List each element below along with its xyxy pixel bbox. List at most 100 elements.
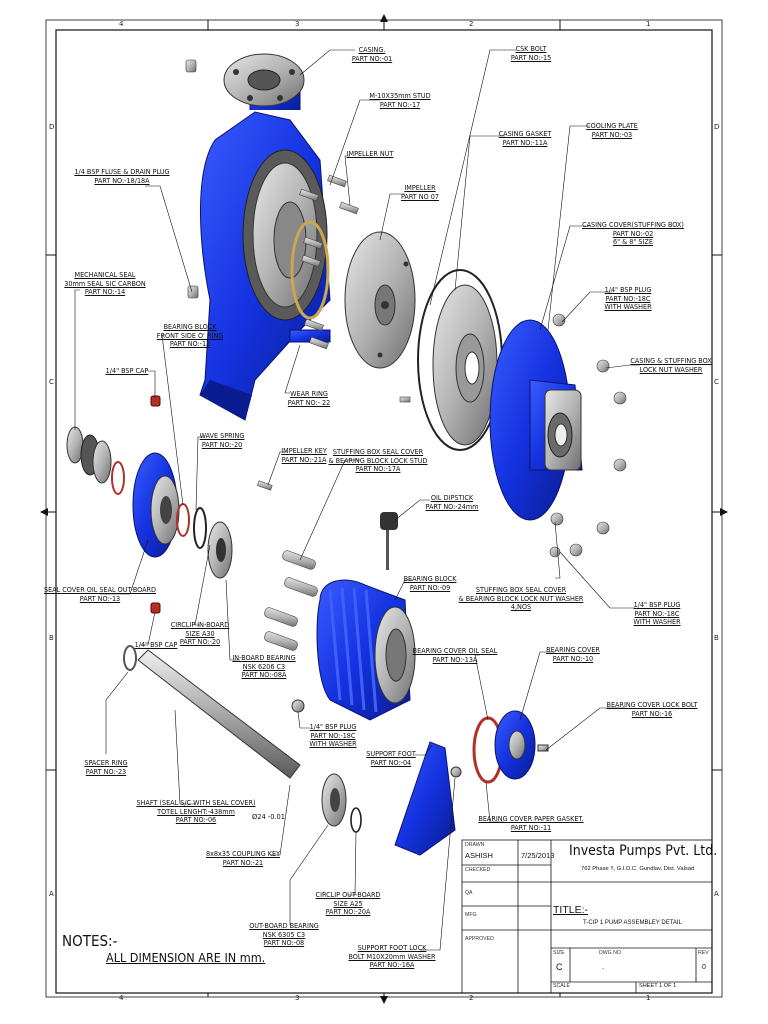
pins xyxy=(257,396,411,651)
callout-line: STUFFING BOX SEAL COVER xyxy=(475,585,567,594)
callout-line: & BEARING BLOCK LOCK NUT WASHER xyxy=(458,593,584,603)
mfg-label: MFG xyxy=(465,912,477,918)
zone-bottom-4: 4 xyxy=(119,994,124,1002)
callout-stuffing-nut-washer: STUFFING BOX SEAL COVER& BEARING BLOCK L… xyxy=(458,585,584,612)
callout-line: PART NO:-10 xyxy=(552,653,594,663)
zone-right-d: D xyxy=(714,123,720,131)
zone-top-1: 1 xyxy=(646,20,651,28)
leader-seal-cover-stud xyxy=(299,459,360,561)
callout-line: PART NO:-09 xyxy=(409,582,451,592)
gasket-and-cooling-plate xyxy=(417,269,503,451)
callout-line: PART NO:-02 xyxy=(612,228,654,238)
callout-line: PART NO:-21A xyxy=(281,454,327,464)
callout-line: PART NO:-11 xyxy=(510,822,552,832)
callout-line: BEARING BLOCK xyxy=(403,574,457,583)
callout-line: PART NO:-20 xyxy=(201,439,243,449)
leader-casing-cover xyxy=(539,225,590,331)
callout-line: PART NO:-18C xyxy=(310,730,356,740)
callout-line: CASING COVER(STUFFING BOX) xyxy=(582,220,684,229)
callout-line: SUPPORT FOOT xyxy=(366,749,416,758)
callout-line: NSK 6206 C3 xyxy=(242,661,286,671)
leader-inboard-bearing xyxy=(225,579,240,661)
callout-line: 1/4" BSP PLUG xyxy=(309,722,357,731)
leader-csk-bolt xyxy=(429,49,516,306)
company-address: 762 Phase !!, G.I.D.C. Gundlav, Dist. Va… xyxy=(581,866,695,872)
zone-left-d: D xyxy=(49,123,55,131)
leader-lock-nut-washer xyxy=(605,364,640,369)
leader-bsp-plug-top xyxy=(561,291,612,323)
callout-line: COOLING PLATE xyxy=(586,121,638,130)
callout-impeller-nut: IMPELLER NUT xyxy=(346,149,394,159)
leader-cooling-plate xyxy=(547,125,590,331)
approved-label: APPROVED xyxy=(465,936,494,942)
zone-bottom-1: 1 xyxy=(646,994,651,1002)
size-label: SIZE xyxy=(553,950,565,956)
callout-seal-cover-stud: STUFFING BOX SEAL COVER& BEARING BLOCK L… xyxy=(328,447,427,474)
callout-line: CASING GASKET xyxy=(498,129,552,138)
studs xyxy=(299,174,359,350)
callout-line: 1/4 BSP FLUSE & DRAIN PLUG xyxy=(74,167,170,176)
callout-line: TOTEL LENGHT:-438mm xyxy=(157,806,235,816)
callout-line: PART NO:-18/18A xyxy=(94,175,150,185)
leader-bsp-cap-mid xyxy=(140,611,156,646)
callout-line: PART NO:-01 xyxy=(351,53,393,63)
callout-bc-gasket: BEARING COVER PAPER GASKET.PART NO:-11 xyxy=(478,814,583,832)
leader-outboard-bearing xyxy=(289,824,329,925)
leader-stuffing-nut-washer xyxy=(554,521,561,579)
title-label: TITLE:- xyxy=(553,904,589,916)
callout-line: PART NO:-17A xyxy=(355,464,401,474)
center-marks xyxy=(40,14,728,1004)
callout-line: PART NO:-12 xyxy=(169,339,211,349)
callout-line: IN-BOARD BEARING xyxy=(232,653,296,662)
size-value: C xyxy=(556,962,563,972)
callout-line: IMPELLER NUT xyxy=(346,149,394,158)
dwg-no-value: . xyxy=(602,962,605,971)
callout-line: MECHANICAL SEAL xyxy=(74,270,136,279)
zone-bottom-2: 2 xyxy=(469,994,474,1002)
rev-label: REV xyxy=(698,950,709,956)
zone-top-4: 4 xyxy=(119,20,124,28)
seal-cover-part xyxy=(132,452,233,579)
callout-line: OUT-BOARD BEARING xyxy=(249,921,319,930)
leader-seal-cover-outboard xyxy=(100,539,149,595)
callout-line: PART NO:-15 xyxy=(510,52,552,62)
leader-stud xyxy=(329,99,380,186)
leader-bc-oil-seal xyxy=(474,654,489,721)
callout-line: SEAL COVER OIL SEAL OUT-BOARD xyxy=(43,585,157,594)
callout-line: 1/4" BSP PLUG xyxy=(604,285,652,294)
leader-bearing-oring xyxy=(161,334,184,506)
callout-line: PART NO:-08 xyxy=(263,938,305,948)
callout-line: BEARING COVER xyxy=(546,645,600,654)
sheet-number: SHEET 1 OF 1 xyxy=(639,983,677,989)
leader-wear-ring xyxy=(284,344,301,394)
title-block xyxy=(461,839,713,994)
callout-line: BEARING BLOCK xyxy=(163,322,217,331)
leader-casing-gasket xyxy=(454,135,505,291)
callout-line: CSK BOLT xyxy=(515,44,547,53)
callout-line: PART NO:-13 xyxy=(79,593,121,603)
leader-impeller-key xyxy=(267,451,288,486)
outboard-bearing-part xyxy=(321,773,362,833)
callout-line: PART NO:-24mm xyxy=(425,501,479,511)
company-name: Investa Pumps Pvt. Ltd. xyxy=(569,843,718,859)
leader-casing xyxy=(299,49,355,76)
leader-impeller-nut xyxy=(344,155,351,206)
callout-line: PART NO:-21 xyxy=(222,857,264,867)
callout-line: BOLT M10X20mm WASHER xyxy=(348,951,436,961)
callout-line: SIZE A25 xyxy=(333,898,363,908)
